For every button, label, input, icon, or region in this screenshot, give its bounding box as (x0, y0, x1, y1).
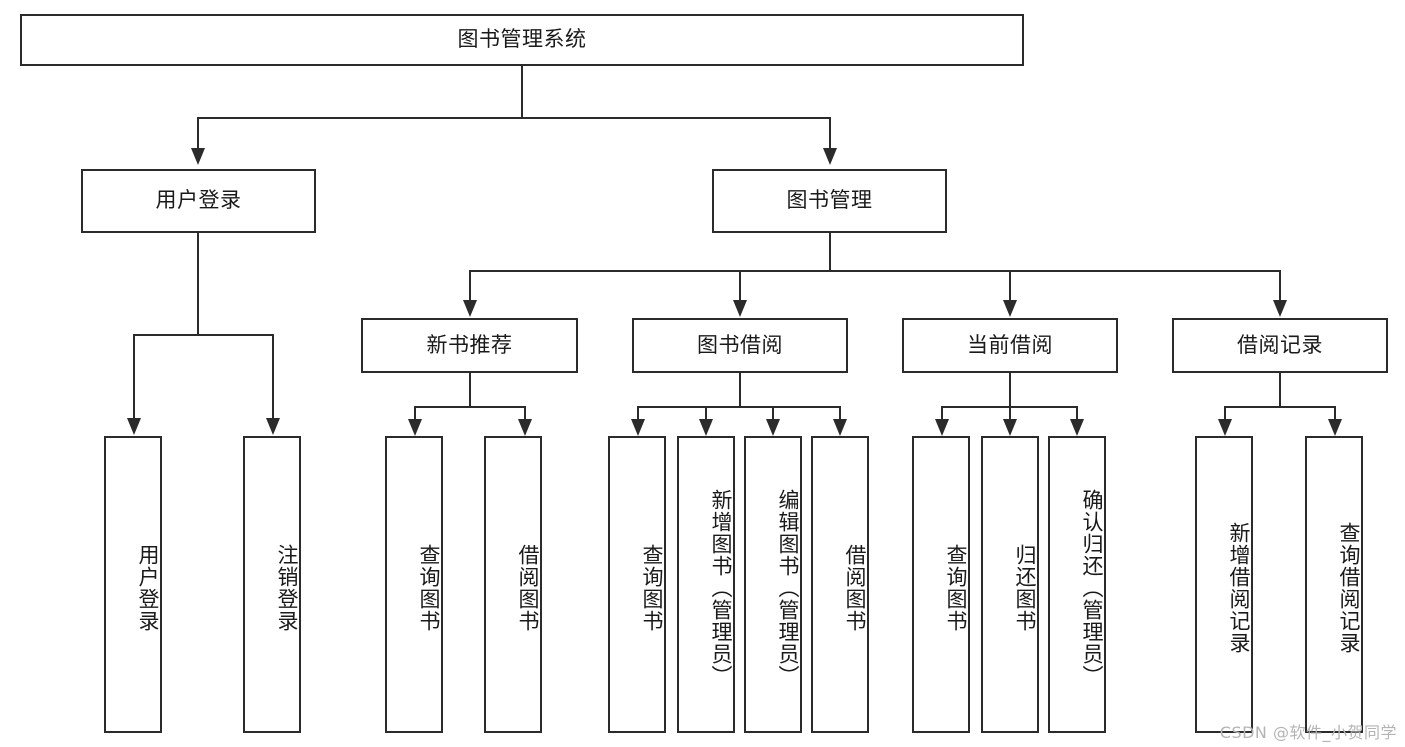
arrowhead-leaf-user-login (127, 418, 141, 435)
arrowhead-book-borrow (733, 300, 747, 317)
leaf-bb-query-book[interactable]: 查询图书 (608, 436, 666, 733)
edge-bb-drop-3 (772, 406, 774, 420)
node-label: 图书管理系统 (457, 27, 587, 52)
leaf-cb-confirm-return[interactable]: 确认归还（管理员） (1048, 436, 1106, 733)
node-label: 新书推荐 (426, 332, 513, 357)
node-label: 借阅记录 (1237, 332, 1323, 357)
edge-to-book-manage (829, 117, 831, 149)
arrowhead-book-manage (823, 148, 837, 165)
edge-br-drop-1 (1224, 406, 1226, 420)
node-label: 用户登录 (136, 543, 160, 632)
arrowhead-leaf-cb-1 (935, 419, 949, 436)
edge-user-login-bus (133, 334, 273, 336)
arrowhead-leaf-nb-2 (518, 419, 532, 436)
node-label: 新增图书（管理员） (709, 488, 733, 687)
leaf-nb-borrow-book[interactable]: 借阅图书 (484, 436, 542, 733)
edge-to-user-login (197, 117, 199, 149)
node-label: 编辑图书（管理员） (776, 488, 800, 687)
node-book-borrow[interactable]: 图书借阅 (632, 318, 848, 373)
leaf-br-add-record[interactable]: 新增借阅记录 (1195, 436, 1253, 733)
node-label: 用户登录 (155, 188, 242, 213)
edge-bb-drop-4 (839, 406, 841, 420)
edge-user-login-drop-1 (133, 334, 135, 419)
arrowhead-leaf-bb-1 (631, 419, 645, 436)
node-label: 确认归还（管理员） (1080, 488, 1104, 687)
edge-book-borrow-bus (637, 406, 840, 408)
node-label: 查询借阅记录 (1337, 521, 1361, 654)
edge-book-borrow-trunk (739, 373, 741, 407)
leaf-cb-return-book[interactable]: 归还图书 (981, 436, 1039, 733)
arrowhead-leaf-logout (266, 418, 280, 435)
node-user-login[interactable]: 用户登录 (81, 169, 316, 233)
arrowhead-leaf-bb-3 (766, 419, 780, 436)
edge-cb-drop-2 (1009, 406, 1011, 420)
leaf-cb-query-book[interactable]: 查询图书 (912, 436, 970, 733)
arrowhead-leaf-br-1 (1218, 419, 1232, 436)
node-label: 查询图书 (944, 543, 968, 632)
edge-new-book-drop-2 (524, 406, 526, 420)
edge-level3-drop-3 (1009, 270, 1011, 301)
node-new-book-recommend[interactable]: 新书推荐 (361, 318, 578, 373)
edge-borrow-record-trunk (1279, 373, 1281, 407)
node-label: 查询图书 (640, 543, 664, 632)
node-label: 当前借阅 (967, 332, 1053, 357)
node-label: 注销登录 (275, 543, 299, 632)
node-label: 新增借阅记录 (1227, 521, 1251, 654)
node-label: 图书管理 (786, 188, 873, 213)
node-label: 借阅图书 (843, 543, 867, 632)
arrowhead-leaf-bb-2 (699, 419, 713, 436)
arrowhead-current-borrow (1003, 300, 1017, 317)
node-book-manage[interactable]: 图书管理 (712, 169, 947, 233)
arrowhead-borrow-record (1273, 300, 1287, 317)
edge-user-login-trunk (197, 233, 199, 335)
edge-level3-drop-2 (739, 270, 741, 301)
arrowhead-leaf-bb-4 (833, 419, 847, 436)
edge-cb-drop-3 (1076, 406, 1078, 420)
node-borrow-record[interactable]: 借阅记录 (1172, 318, 1388, 373)
edge-new-book-bus (414, 406, 525, 408)
edge-current-borrow-trunk (1009, 373, 1011, 407)
edge-borrow-record-bus (1224, 406, 1335, 408)
node-label: 归还图书 (1013, 543, 1037, 632)
leaf-user-login[interactable]: 用户登录 (104, 436, 162, 733)
node-root-system[interactable]: 图书管理系统 (20, 14, 1024, 66)
arrowhead-leaf-nb-1 (408, 419, 422, 436)
edge-user-login-drop-2 (272, 334, 274, 419)
arrowhead-leaf-cb-2 (1003, 419, 1017, 436)
leaf-bb-borrow-book[interactable]: 借阅图书 (811, 436, 869, 733)
leaf-bb-add-book[interactable]: 新增图书（管理员） (677, 436, 735, 733)
edge-new-book-drop-1 (414, 406, 416, 420)
arrowhead-new-book-recommend (463, 300, 477, 317)
edge-book-manage-trunk (829, 233, 831, 271)
edge-bb-drop-1 (637, 406, 639, 420)
arrowhead-user-login (191, 148, 205, 165)
leaf-br-query-record[interactable]: 查询借阅记录 (1305, 436, 1363, 733)
node-current-borrow[interactable]: 当前借阅 (902, 318, 1118, 373)
edge-br-drop-2 (1334, 406, 1336, 420)
edge-level2-bus (197, 117, 830, 119)
node-label: 图书借阅 (697, 332, 783, 357)
edge-new-book-trunk (469, 373, 471, 407)
node-label: 查询图书 (417, 543, 441, 632)
leaf-bb-edit-book[interactable]: 编辑图书（管理员） (744, 436, 802, 733)
leaf-nb-query-book[interactable]: 查询图书 (385, 436, 443, 733)
edge-level3-drop-1 (469, 270, 471, 301)
arrowhead-leaf-br-2 (1328, 419, 1342, 436)
edge-root-trunk (521, 66, 523, 118)
arrowhead-leaf-cb-3 (1070, 419, 1084, 436)
edge-level3-drop-4 (1279, 270, 1281, 301)
leaf-logout[interactable]: 注销登录 (243, 436, 301, 733)
edge-bb-drop-2 (705, 406, 707, 420)
edge-level3-bus (469, 270, 1280, 272)
node-label: 借阅图书 (516, 543, 540, 632)
edge-cb-drop-1 (941, 406, 943, 420)
